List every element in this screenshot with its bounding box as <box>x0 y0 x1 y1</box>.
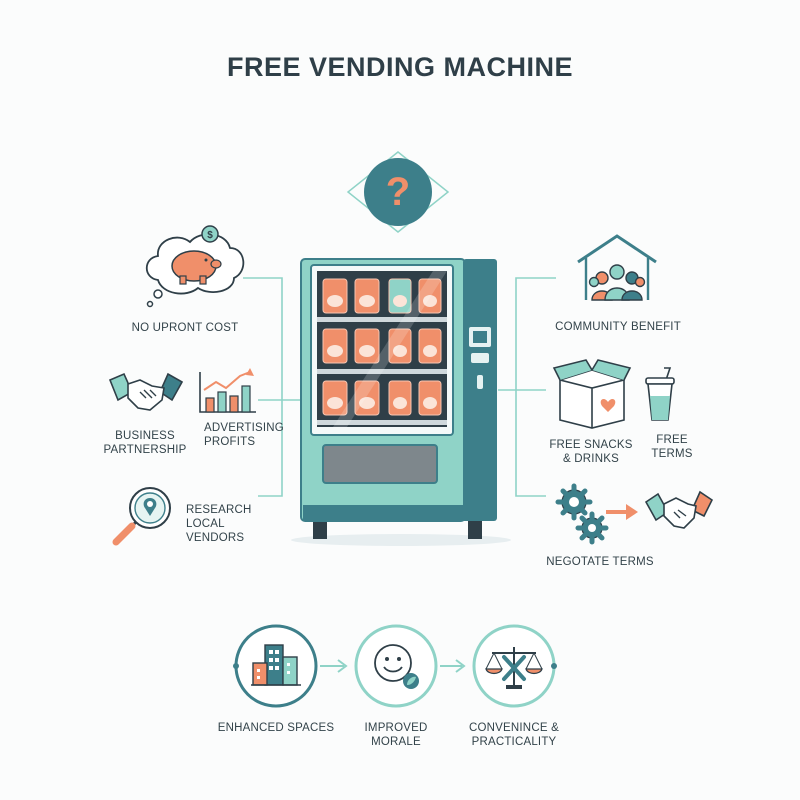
snack-rows <box>317 278 447 425</box>
buildings-icon <box>251 644 301 686</box>
negotiate-terms-label: NEGOTATE TERMS <box>546 556 654 568</box>
svg-text:$: $ <box>207 230 213 241</box>
drink-cup-icon <box>645 367 675 421</box>
handshake-icon <box>108 372 184 411</box>
business-partnership-label: BUSINESS PARTNERSHIP <box>103 430 187 456</box>
enhanced-spaces-label: ENHANCED SPACES <box>217 722 335 734</box>
page-title: FREE VENDING MACHINE <box>226 52 574 82</box>
gears-icon <box>555 483 609 545</box>
no-upfront-cost-label: NO UPRONT COST <box>131 322 239 334</box>
advertising-profits-label: ADVERTISING PROFITS <box>204 422 284 448</box>
arrow-right-icon <box>606 504 638 520</box>
piggy-bank-icon: $ <box>145 225 245 308</box>
vending-machine <box>291 258 511 546</box>
open-box-icon <box>552 359 632 429</box>
free-snacks-label: FREE SNACKS & DRINKS <box>549 439 633 465</box>
balance-tools-icon <box>485 647 543 689</box>
question-mark-icon: ? <box>364 158 432 226</box>
convenience-label: CONVENINCE & PRACTICALITY <box>469 722 559 748</box>
rising-chart-icon <box>199 368 256 413</box>
improved-morale-label: IMPROVED MORALE <box>364 722 428 748</box>
free-terms-label: FREE TERMS <box>651 434 693 460</box>
magnifier-pin-icon <box>112 487 171 546</box>
community-benefit-label: COMMUNITY BENEFIT <box>555 321 681 333</box>
smiley-leaf-icon <box>374 644 419 689</box>
research-vendors-label: RESEARCH LOCAL VENDORS <box>186 504 252 544</box>
community-icon <box>577 234 657 301</box>
handshake-icon-right <box>644 490 714 529</box>
